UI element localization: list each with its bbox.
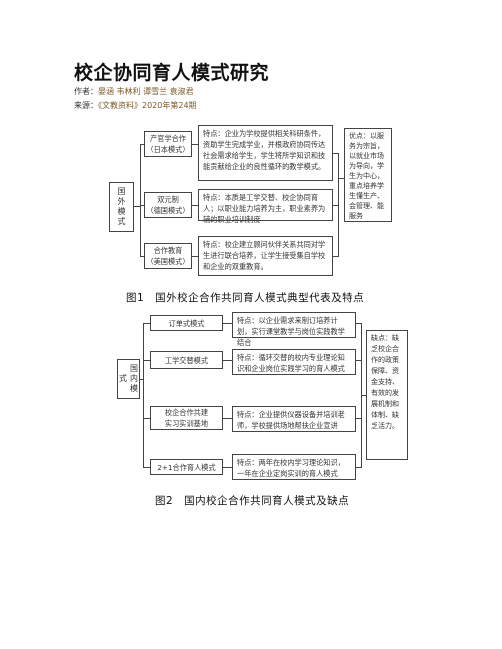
fig2-bracket <box>356 323 361 324</box>
fig2-caption: 图2 国内校企合作共同育人模式及缺点 <box>155 495 350 507</box>
fig1-advantage-box: 优点：以服务为宗旨，以就业市场为导向，学生为中心，重点培养学生懂生产、会管理、能… <box>344 128 392 222</box>
fig1-model-japan: 产官学合作 （日本模式） <box>144 131 192 157</box>
fig1-arrow <box>192 144 198 145</box>
fig1-arrow <box>192 256 198 257</box>
fig1-model-usa: 合作教育 （美国模式） <box>144 243 192 269</box>
fig2-bracket <box>356 467 361 468</box>
fig2-root-box: 国内模式 <box>117 359 140 399</box>
fig1-connector <box>140 144 141 257</box>
fig2-model-work-study: 工学交替模式 <box>150 351 223 369</box>
fig1-root-box: 国外模式 <box>109 182 134 232</box>
fig1-bracket <box>338 178 344 179</box>
fig2-bracket <box>356 360 361 361</box>
authors-value: 晏涵 韦林利 谭雪兰 袁淑君 <box>98 87 194 96</box>
article-title: 校企协同育人模式研究 <box>74 62 270 84</box>
fig1-feature-usa: 特点：校企建立顾问伙伴关系共同对学生进行联合培养，让学生接受集自学校和企业的双重… <box>198 236 333 276</box>
fig2-model-order: 订单式模式 <box>150 315 223 331</box>
fig1-bracket <box>333 153 338 154</box>
fig2-connector <box>143 467 150 468</box>
fig2-feature-training-base: 特点：企业提供仪器设备并培训老师，学校提供场地帮扶企业宣讲 <box>232 406 356 432</box>
fig1-model-germany: 双元制 （德国模式） <box>144 192 192 218</box>
fig2-feature-work-study: 特点：循环交替的校内专业理论知识和企业岗位实践学习的育人模式 <box>232 349 356 375</box>
fig2-model-training-base: 校企合作共建 实习实训基地 <box>150 406 223 430</box>
fig1-connector <box>140 256 144 257</box>
fig2-connector <box>143 323 150 324</box>
fig2-arrow <box>223 418 232 419</box>
authors-label: 作者： <box>74 87 98 96</box>
fig1-connector <box>140 144 144 145</box>
source-value: 《文教资料》2020年第24期 <box>98 101 197 110</box>
figure-1: 国外模式 产官学合作 （日本模式） 双元制 （德国模式） 合作教育 （美国模式）… <box>0 0 502 310</box>
fig1-bracket <box>333 205 338 206</box>
fig2-feature-2plus1: 特点：两年在校内学习理论知识，一年在企业定岗实训的育人模式 <box>232 454 356 480</box>
source-line: 来源：《文教资料》2020年第24期 <box>74 100 197 111</box>
fig2-model-2plus1: 2+1合作育人模式 <box>150 459 223 475</box>
fig2-arrow <box>223 360 232 361</box>
fig2-bracket <box>361 395 366 396</box>
fig1-connector <box>134 206 140 207</box>
fig2-bracket <box>356 418 361 419</box>
fig2-shortcoming-box: 缺点：缺乏校企合作的政策保障、资金支持、有效的发展机制和体制、缺乏活力。 <box>366 330 408 460</box>
fig2-arrow <box>223 467 232 468</box>
fig2-connector <box>143 360 150 361</box>
fig2-arrow <box>223 323 232 324</box>
source-label: 来源： <box>74 101 98 110</box>
fig2-feature-order: 特点：以企业需求来制订培养计划，实行课堂教学与岗位实践教学结合 <box>232 312 356 347</box>
fig1-feature-germany: 特点：本质是工学交替、校企协同育人；以职业能力培养为主，职业素养为辅的职业培训制… <box>198 189 333 224</box>
fig2-connector <box>143 323 144 468</box>
fig2-connector <box>143 418 150 419</box>
fig1-bracket <box>338 153 339 257</box>
fig1-arrow <box>192 205 198 206</box>
fig1-feature-japan: 特点：企业为学校提供相关科研条件，资助学生完成学业，并根政府协同传达社会需求给学… <box>198 125 333 181</box>
authors-line: 作者：晏涵 韦林利 谭雪兰 袁淑君 <box>74 86 194 97</box>
fig2-connector <box>140 379 143 380</box>
fig1-connector <box>140 205 144 206</box>
fig1-caption: 图1 国外校企合作共同育人模式典型代表及特点 <box>126 292 365 304</box>
fig1-bracket <box>333 256 338 257</box>
